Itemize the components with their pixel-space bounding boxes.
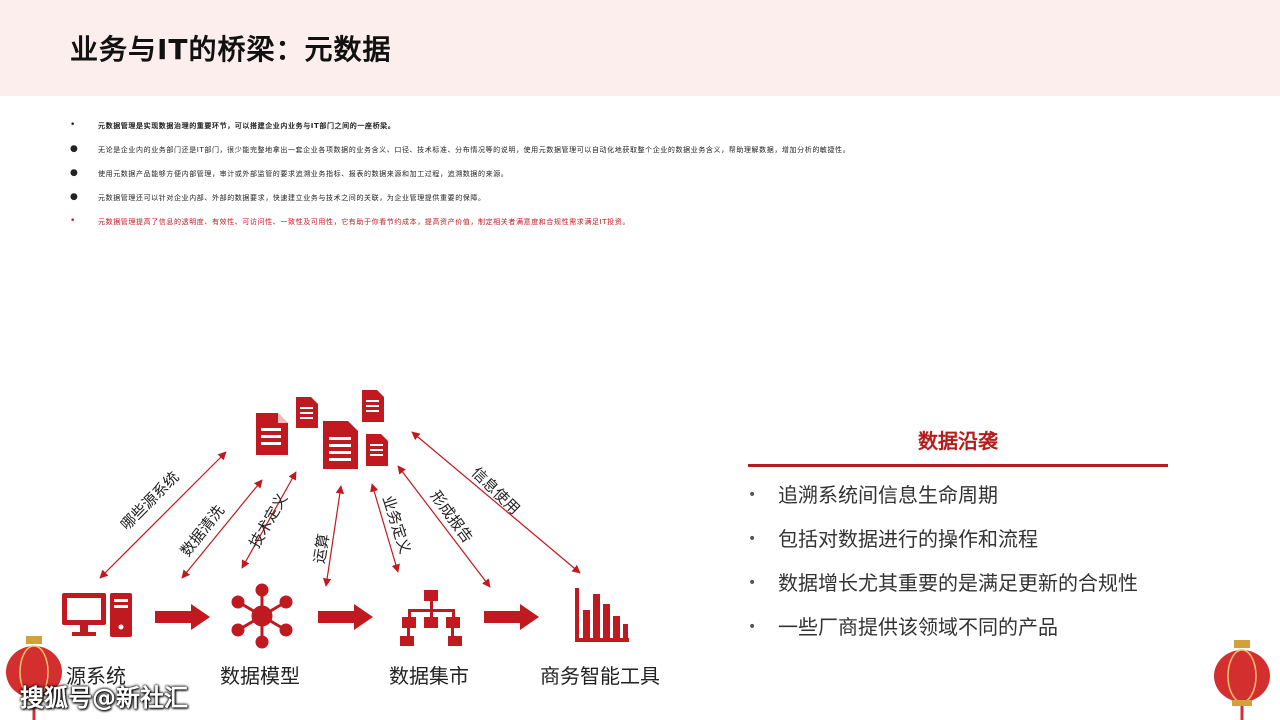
bullet-item: • 元数据管理是实现数据治理的重要环节，可以搭建企业内业务与IT部门之间的一座桥…	[70, 118, 1250, 142]
lineage-list: • 追溯系统间信息生命周期 • 包括对数据进行的操作和流程 • 数据增长尤其重要的是满…	[748, 473, 1168, 649]
edge-arrow	[370, 483, 400, 573]
lineage-title: 数据沿袭	[748, 425, 1168, 467]
data-lineage-panel: 数据沿袭 • 追溯系统间信息生命周期 • 包括对数据进行的操作和流程 • 数据增长尤其…	[748, 425, 1168, 649]
header-band	[0, 0, 1280, 96]
bullet-item: ● 无论是企业内的业务部门还是IT部门，很少能完整地拿出一套企业各项数据的业务含…	[70, 142, 1250, 166]
lineage-item-text: 数据增长尤其重要的是满足更新的合规性	[778, 571, 1138, 595]
bullet-dot: ●	[70, 192, 78, 202]
network-hub-icon	[231, 583, 293, 649]
lineage-item-text: 一些厂商提供该领域不同的产品	[778, 615, 1058, 639]
bullet-item: ● 使用元数据产品能够方便内部管理，审计或外部监管的要求追溯业务指标、报表的数据…	[70, 166, 1250, 190]
bullet-text: 元数据管理提高了信息的透明度、有效性、可访问性、一致性及可用性，它有助于你看节约…	[98, 218, 630, 226]
intro-bullets: • 元数据管理是实现数据治理的重要环节，可以搭建企业内业务与IT部门之间的一座桥…	[70, 118, 1250, 238]
bullet-text: 元数据管理还可以针对企业内部、外部的数据要求，快速建立业务与技术之间的关联，为企…	[98, 194, 486, 202]
bullet-dot: •	[748, 619, 757, 635]
flow-arrow	[318, 604, 373, 630]
lantern-decoration-left	[6, 636, 62, 720]
bullet-item: • 元数据管理提高了信息的透明度、有效性、可访问性、一致性及可用性，它有助于你看…	[70, 214, 1250, 238]
flow-arrow	[155, 604, 210, 630]
document-icon	[256, 413, 288, 455]
lantern-decoration-right	[1214, 640, 1270, 720]
document-icon	[362, 390, 384, 422]
bullet-text: 元数据管理是实现数据治理的重要环节，可以搭建企业内业务与IT部门之间的一座桥梁。	[98, 122, 396, 130]
diagram-canvas	[62, 390, 629, 649]
lineage-item-text: 包括对数据进行的操作和流程	[778, 527, 1038, 551]
org-chart-icon	[400, 590, 462, 646]
computer-icon	[62, 593, 132, 637]
list-item: • 追溯系统间信息生命周期	[748, 473, 1168, 517]
edge-arrow	[322, 485, 345, 587]
bullet-dot: •	[70, 120, 76, 130]
node-label-data-model: 数据模型	[220, 664, 300, 688]
bullet-text: 使用元数据产品能够方便内部管理，审计或外部监管的要求追溯业务指标、报表的数据来源…	[98, 170, 509, 178]
list-item: • 数据增长尤其重要的是满足更新的合规性	[748, 561, 1168, 605]
bullet-dot: •	[748, 487, 757, 503]
bullet-dot: •	[70, 216, 76, 226]
metadata-flow-diagram: 哪些源系统 数据清洗 技术定义 运算 业务定义 形成报告 信息使用 源系统 数据…	[0, 380, 720, 720]
bullet-dot: •	[748, 575, 757, 591]
flow-arrow	[484, 604, 539, 630]
document-icon	[366, 434, 388, 466]
bullet-dot: ●	[70, 168, 78, 178]
edge-arrow	[411, 431, 581, 574]
document-icon	[323, 421, 358, 469]
lineage-item-text: 追溯系统间信息生命周期	[778, 483, 998, 507]
document-icon	[296, 397, 318, 428]
bullet-text: 无论是企业内的业务部门还是IT部门，很少能完整地拿出一套企业各项数据的业务含义、…	[98, 146, 851, 154]
bar-chart-icon	[575, 588, 629, 642]
list-item: • 一些厂商提供该领域不同的产品	[748, 605, 1168, 649]
bullet-item: ● 元数据管理还可以针对企业内部、外部的数据要求，快速建立业务与技术之间的关联，…	[70, 190, 1250, 214]
node-label-data-mart: 数据集市	[389, 664, 469, 688]
bullet-dot: •	[748, 531, 757, 547]
list-item: • 包括对数据进行的操作和流程	[748, 517, 1168, 561]
bullet-dot: ●	[70, 144, 78, 154]
node-label-source-system: 源系统	[66, 664, 126, 688]
page-title: 业务与IT的桥梁：元数据	[70, 33, 392, 66]
edge-arrow	[99, 451, 227, 579]
watermark: 搜狐号@新社汇	[20, 684, 188, 712]
node-label-bi-tools: 商务智能工具	[540, 664, 660, 688]
edge-arrow	[241, 471, 297, 569]
